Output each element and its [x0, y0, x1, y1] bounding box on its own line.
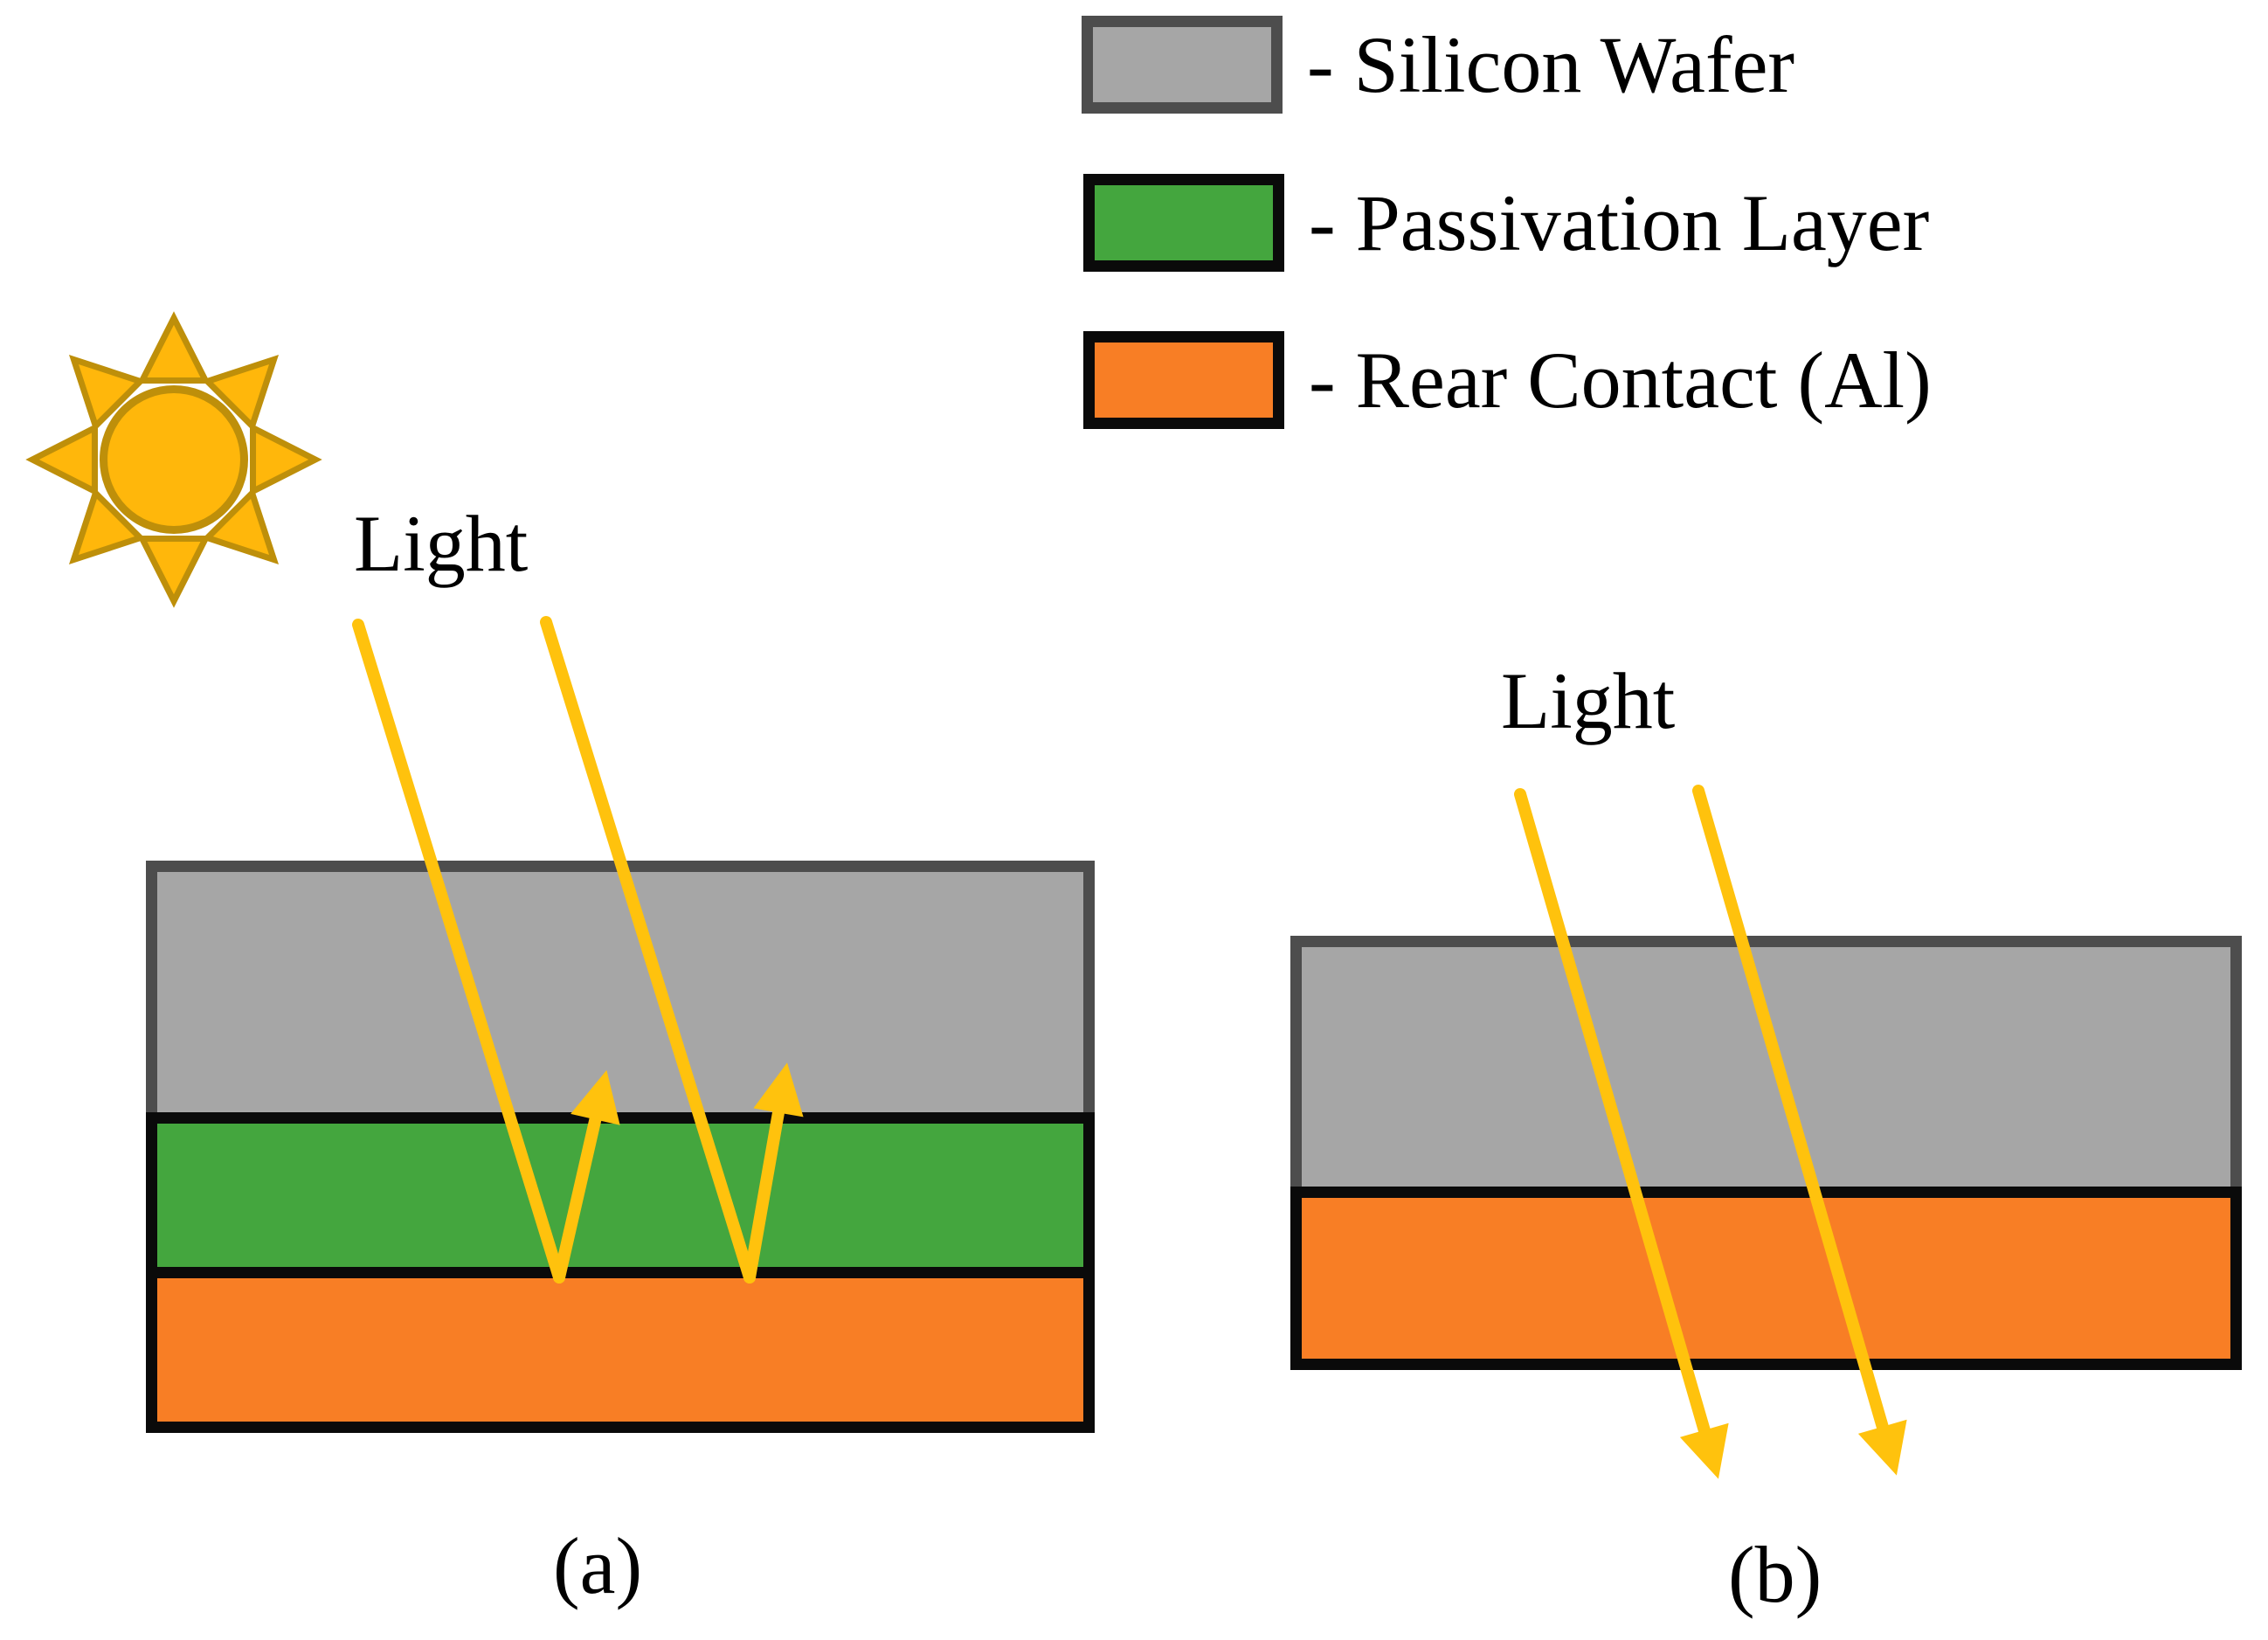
panel-b-silicon-wafer-layer [1290, 936, 2242, 1187]
panel-b-light-label: Light [1501, 656, 1676, 745]
legend-label-rear-contact: - Rear Contact (Al) [1309, 336, 1932, 425]
sun-rays [25, 311, 322, 608]
panel-b-rear-contact-layer [1290, 1187, 2242, 1370]
silicon-wafer-swatch [1082, 16, 1283, 114]
legend-label-silicon-wafer: - Silicon Wafer [1307, 20, 1795, 109]
rear-contact-swatch [1083, 331, 1284, 429]
panel-a-caption: (a) [553, 1521, 643, 1610]
passivation-layer-swatch [1083, 174, 1284, 272]
legend-label-passivation-layer: - Passivation Layer [1309, 178, 1930, 267]
panel-a-light-label: Light [354, 499, 529, 588]
sun-core [100, 385, 248, 534]
legend-item-rear-contact: - Rear Contact (Al) [1083, 331, 1932, 429]
sun-icon [24, 310, 323, 609]
legend-item-silicon-wafer: - Silicon Wafer [1082, 16, 1794, 114]
panel-a-passivation-layer [146, 1112, 1095, 1267]
panel-a-silicon-wafer-layer [146, 861, 1095, 1112]
panel-b-caption: (b) [1728, 1530, 1822, 1619]
legend-item-passivation-layer: - Passivation Layer [1083, 173, 1929, 273]
sun-icon-svg [25, 311, 322, 608]
panel-a-rear-contact-layer [146, 1267, 1095, 1433]
